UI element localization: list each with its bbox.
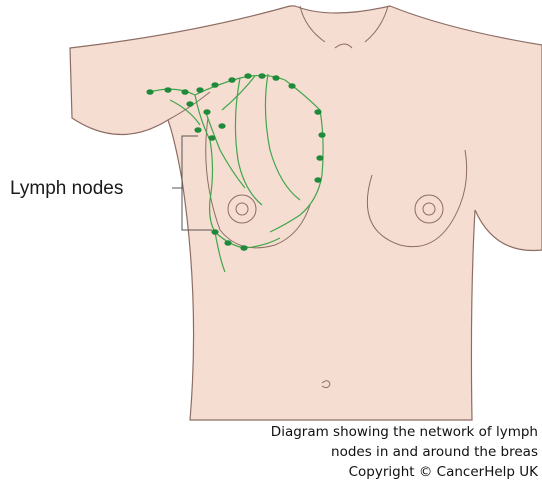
caption-line: Copyright © CancerHelp UK xyxy=(178,462,538,482)
figure-caption: Diagram showing the network of lymph nod… xyxy=(178,422,538,482)
lymph-node xyxy=(314,109,321,115)
lymph-node xyxy=(288,83,295,89)
lymph-node xyxy=(318,132,325,138)
caption-line: nodes in and around the breas xyxy=(178,442,538,462)
lymph-node xyxy=(196,87,203,93)
lymph-node xyxy=(314,177,321,183)
caption-line: Diagram showing the network of lymph xyxy=(178,422,538,442)
lymph-node xyxy=(228,77,235,83)
lymph-node xyxy=(208,135,215,141)
lymph-node xyxy=(146,89,153,95)
torso-silhouette xyxy=(70,6,542,420)
lymph-node xyxy=(316,155,323,161)
lymph-node xyxy=(164,87,171,93)
lymph-nodes-label: Lymph nodes xyxy=(10,178,123,200)
lymph-node xyxy=(181,89,188,95)
lymph-node xyxy=(244,73,251,79)
lymph-node xyxy=(211,82,218,88)
lymph-node xyxy=(240,245,247,251)
lymph-node xyxy=(194,127,201,133)
lymph-node xyxy=(258,73,265,79)
lymph-node xyxy=(272,75,279,81)
lymph-node xyxy=(218,123,225,129)
lymph-node xyxy=(211,229,218,235)
lymph-node xyxy=(224,240,231,246)
lymph-node xyxy=(203,109,210,115)
lymph-node xyxy=(186,101,193,107)
